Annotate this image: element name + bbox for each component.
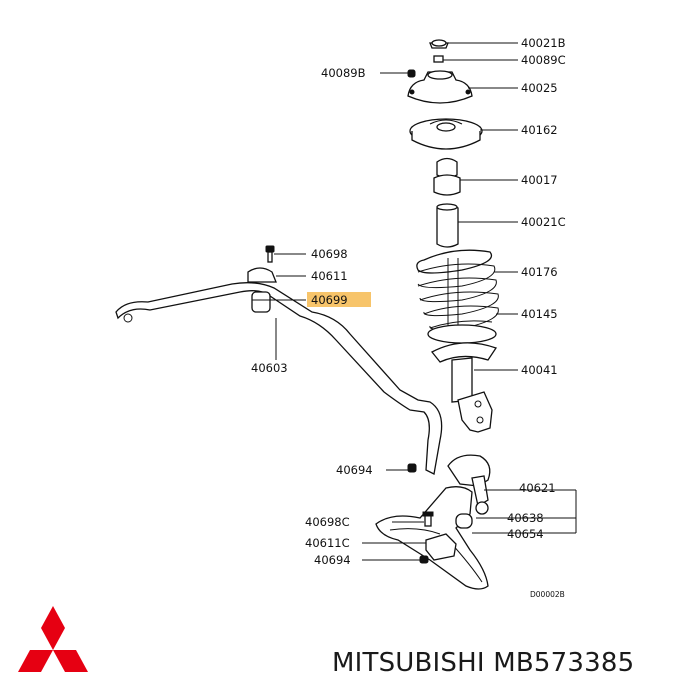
label-40603: 40603: [251, 361, 288, 375]
bump-stopper: [433, 157, 461, 196]
logo-diamond-right: [53, 650, 88, 672]
stabilizer-bracket: [247, 267, 277, 283]
label-40621: 40621: [519, 481, 556, 495]
label-40698-top: 40698: [311, 247, 348, 261]
label-40021b: 40021B: [521, 36, 566, 50]
label-40021c: 40021C: [521, 215, 566, 229]
label-40694-top: 40694: [336, 463, 373, 477]
strut-nut: [433, 55, 444, 63]
logo-diamond-top: [41, 606, 65, 650]
stabilizer-bar: [115, 282, 443, 475]
strut-assembly: [431, 342, 498, 433]
stabilizer-bushing: [251, 291, 271, 313]
link-nut: [407, 463, 417, 473]
logo-diamond-left: [18, 650, 53, 672]
strut-mount: [407, 70, 473, 104]
label-40089c: 40089C: [521, 53, 566, 67]
lower-spring-pad: [427, 324, 497, 344]
strut-top-cap: [429, 39, 449, 49]
brand-caption: MITSUBISHI MB573385: [332, 648, 635, 678]
label-40611-top: 40611: [311, 269, 348, 283]
coil-spring: [416, 249, 499, 331]
lower-arm-bushing: [425, 533, 457, 561]
label-40041: 40041: [521, 363, 558, 377]
mitsubishi-logo: [18, 606, 88, 672]
diagram-code: D00002B: [530, 590, 565, 599]
upper-spring-seat: [409, 118, 483, 150]
small-nut-40089b: [407, 69, 416, 78]
dust-cover: [436, 203, 459, 248]
leader-lines: [270, 42, 577, 561]
label-40089b: 40089B: [321, 66, 366, 80]
label-40611c: 40611C: [305, 536, 350, 550]
label-40699: 40699: [311, 293, 348, 307]
label-40654: 40654: [507, 527, 544, 541]
label-40162: 40162: [521, 123, 558, 137]
knuckle: [447, 454, 491, 515]
lower-arm-bolt: [422, 511, 434, 527]
label-40025: 40025: [521, 81, 558, 95]
label-40176: 40176: [521, 265, 558, 279]
ball-joint-boot: [455, 513, 473, 529]
label-40145: 40145: [521, 307, 558, 321]
label-40694-bottom: 40694: [314, 553, 351, 567]
label-40638: 40638: [507, 511, 544, 525]
bracket-bolt: [265, 245, 275, 263]
lower-arm-nut: [419, 555, 429, 564]
label-40017: 40017: [521, 173, 558, 187]
part-highlight: [307, 292, 371, 307]
label-40698c: 40698C: [305, 515, 350, 529]
